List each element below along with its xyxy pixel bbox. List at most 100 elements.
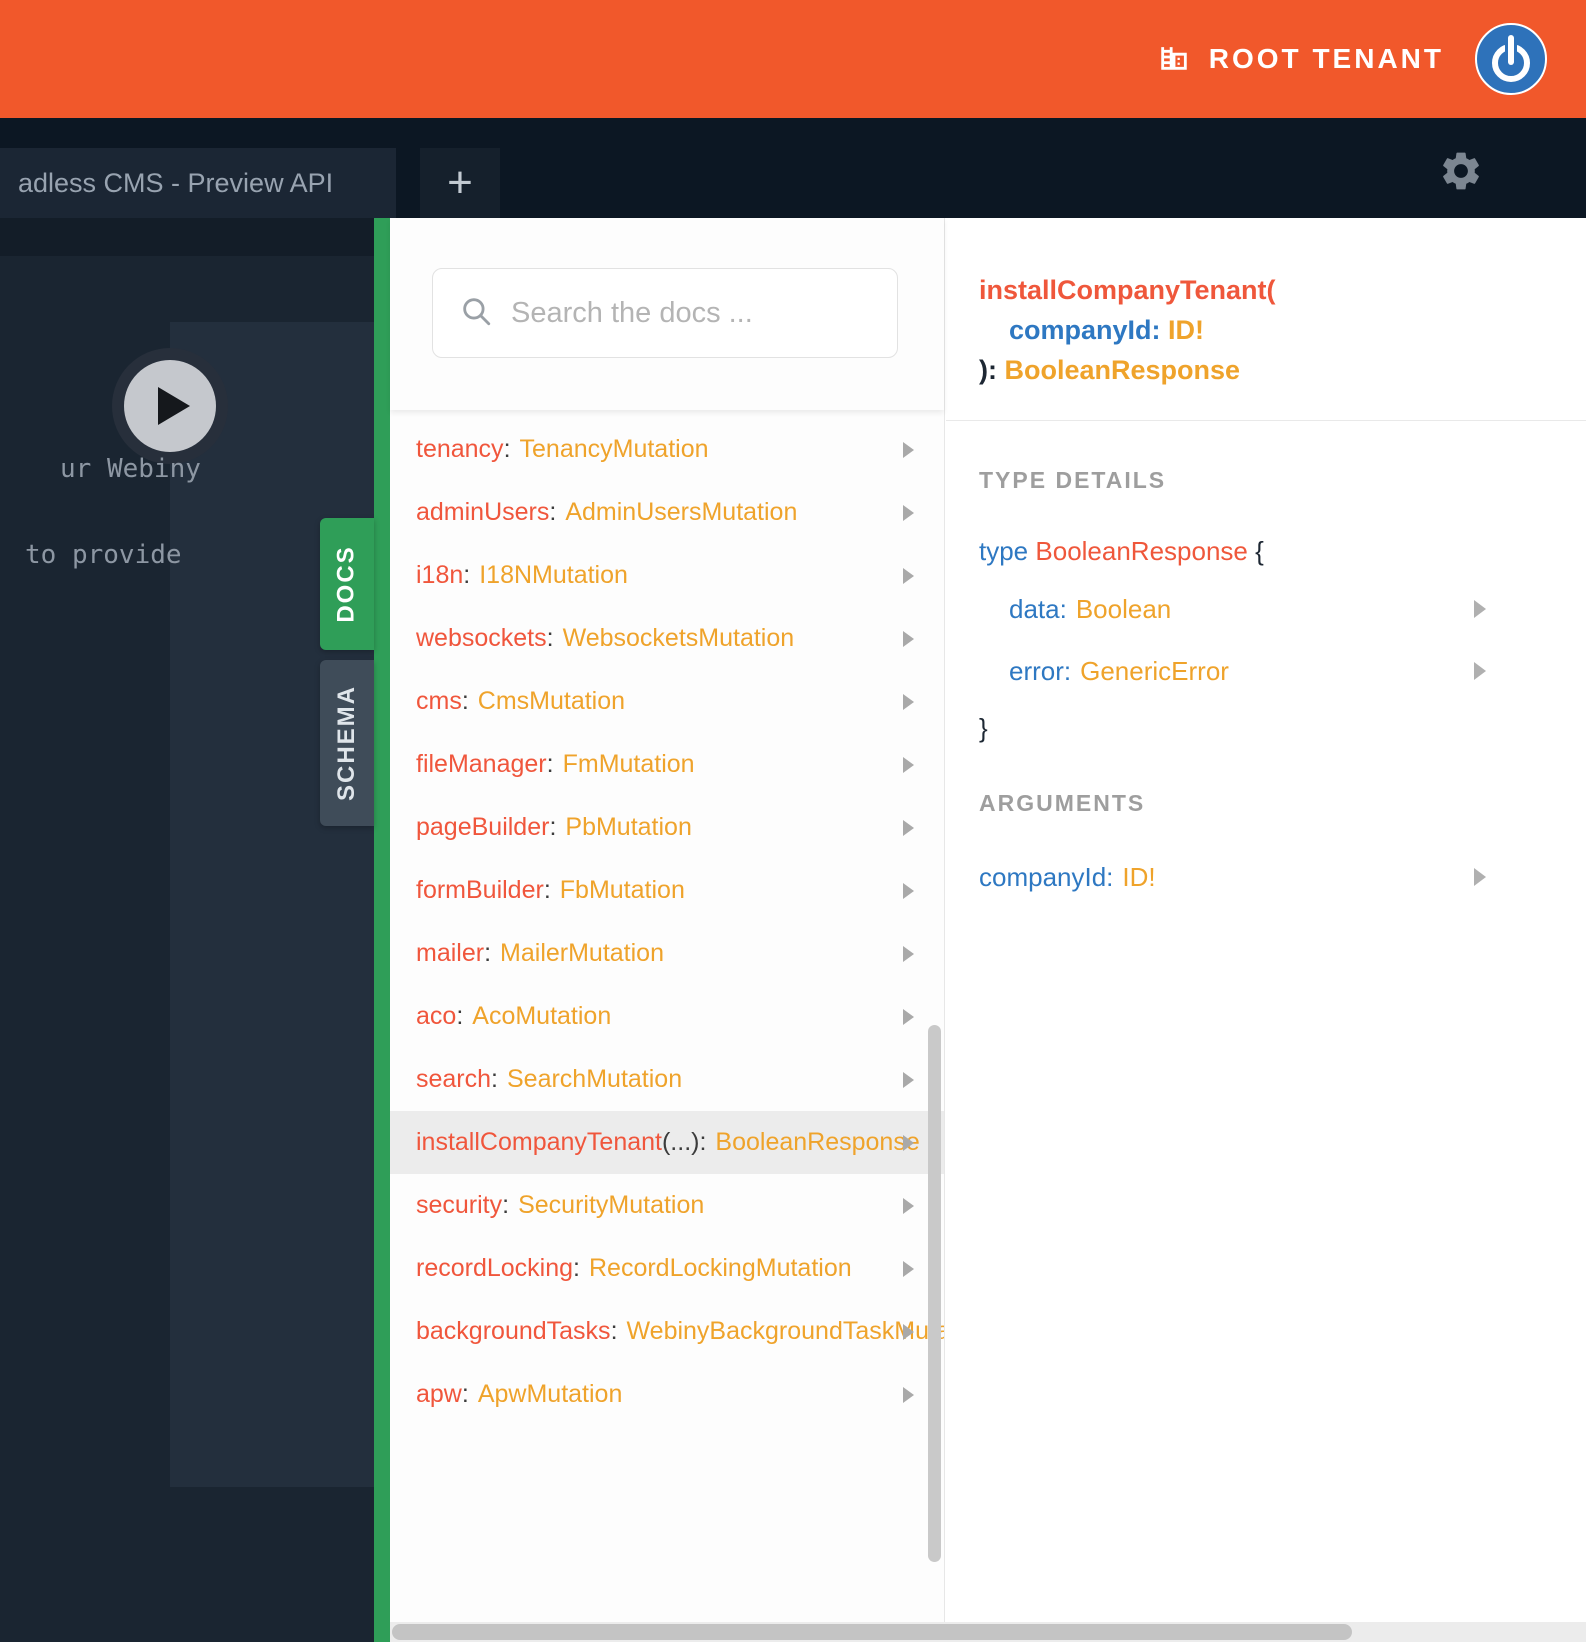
doc-item-fileManager[interactable]: fileManager:FmMutation — [390, 733, 944, 796]
argument-type: ID! — [1122, 862, 1156, 892]
doc-item-tenancy[interactable]: tenancy:TenancyMutation — [390, 418, 944, 481]
session-tab-bar: adless CMS - Preview API + — [0, 118, 1586, 218]
search-icon — [459, 294, 493, 333]
type-keyword: type — [979, 536, 1029, 566]
field-type: ApwMutation — [477, 1380, 623, 1408]
doc-item-apw[interactable]: apw:ApwMutation — [390, 1363, 944, 1426]
query-editor-pane[interactable]: ur Webiny to provide — [0, 218, 374, 1642]
argument-name: companyId: — [979, 862, 1114, 892]
signature-close: ): — [979, 355, 997, 385]
chevron-right-icon — [903, 945, 914, 962]
play-icon[interactable] — [112, 348, 228, 464]
signature-arg-name: companyId: — [1009, 315, 1161, 345]
signature-arg-type: ID! — [1168, 315, 1205, 345]
search-box — [432, 268, 898, 358]
field-type: PbMutation — [565, 813, 692, 841]
field-name: aco — [416, 1002, 457, 1030]
arguments-heading: ARGUMENTS — [979, 790, 1146, 816]
new-tab-button[interactable]: + — [420, 148, 500, 218]
doc-item-search[interactable]: search:SearchMutation — [390, 1048, 944, 1111]
type-declaration[interactable]: type BooleanResponse { — [979, 536, 1264, 566]
chevron-right-icon — [903, 693, 914, 710]
field-detail-panel: installCompanyTenant( companyId: ID! ): … — [946, 218, 1586, 1622]
field-name: mailer — [416, 939, 485, 967]
signature-return-type: BooleanResponse — [1004, 355, 1241, 385]
tab-headless-cms-preview-api[interactable]: adless CMS - Preview API — [0, 148, 396, 218]
field-name: search — [416, 1065, 492, 1093]
chevron-right-icon — [903, 1197, 914, 1214]
field-type: Boolean — [1075, 594, 1172, 624]
field-type: WebsocketsMutation — [562, 624, 795, 652]
field-type: FbMutation — [559, 876, 685, 904]
search-input[interactable] — [511, 296, 871, 330]
chevron-right-icon — [903, 819, 914, 836]
type-name[interactable]: BooleanResponse — [1035, 536, 1248, 566]
divider — [946, 420, 1586, 421]
field-name: formBuilder — [416, 876, 544, 904]
signature-name: installCompanyTenant( — [979, 275, 1276, 305]
doc-item-i18n[interactable]: i18n:I18NMutation — [390, 544, 944, 607]
docs-vertical-scrollbar[interactable] — [928, 1025, 941, 1562]
tab-title: adless CMS - Preview API — [18, 167, 334, 198]
horizontal-scrollbar-track[interactable] — [390, 1622, 1586, 1642]
field-name: i18n — [416, 561, 464, 589]
tab-schema-label: SCHEMA — [333, 684, 361, 802]
doc-item-aco[interactable]: aco:AcoMutation — [390, 985, 944, 1048]
field-name: apw — [416, 1380, 462, 1408]
field-type: FmMutation — [562, 750, 695, 778]
chevron-right-icon — [903, 1260, 914, 1277]
field-type: SearchMutation — [507, 1065, 683, 1093]
field-name: installCompanyTenant — [416, 1128, 662, 1156]
field-name: adminUsers — [416, 498, 550, 526]
chevron-right-icon — [903, 1008, 914, 1025]
video-card — [170, 322, 374, 1487]
docs-search-header — [390, 218, 944, 410]
power-icon[interactable] — [1474, 22, 1548, 96]
chevron-right-icon — [903, 1386, 914, 1403]
doc-item-adminUsers[interactable]: adminUsers:AdminUsersMutation — [390, 481, 944, 544]
type-field-error[interactable]: error:GenericError — [979, 651, 1586, 691]
field-name: data: — [1009, 594, 1067, 624]
chevron-right-icon — [903, 441, 914, 458]
docs-list: tenancy:TenancyMutation adminUsers:Admin… — [390, 410, 944, 1642]
tab-docs[interactable]: DOCS — [320, 518, 374, 650]
editor-top-band — [0, 218, 374, 256]
field-type: SecurityMutation — [518, 1191, 705, 1219]
docs-panel: tenancy:TenancyMutation adminUsers:Admin… — [390, 218, 945, 1642]
field-name: tenancy — [416, 435, 504, 463]
field-type: GenericError — [1080, 656, 1229, 686]
doc-item-formBuilder[interactable]: formBuilder:FbMutation — [390, 859, 944, 922]
argument-companyId[interactable]: companyId: ID! — [979, 857, 1586, 897]
chevron-right-icon — [903, 882, 914, 899]
field-name: recordLocking — [416, 1254, 574, 1282]
gear-icon[interactable] — [1438, 148, 1484, 194]
chevron-right-icon — [903, 1071, 914, 1088]
chevron-right-icon — [903, 1134, 914, 1151]
doc-item-mailer[interactable]: mailer:MailerMutation — [390, 922, 944, 985]
chevron-right-icon — [1474, 868, 1486, 886]
tenant-selector[interactable]: ROOT TENANT — [1157, 40, 1444, 79]
field-type: MailerMutation — [500, 939, 664, 967]
doc-item-pageBuilder[interactable]: pageBuilder:PbMutation — [390, 796, 944, 859]
doc-item-backgroundTasks[interactable]: backgroundTasks:WebinyBackgroundTaskMuta… — [390, 1300, 944, 1363]
chevron-right-icon — [903, 1323, 914, 1340]
field-type: AdminUsersMutation — [565, 498, 798, 526]
field-name: backgroundTasks — [416, 1317, 611, 1345]
doc-item-recordLocking[interactable]: recordLocking:RecordLockingMutation — [390, 1237, 944, 1300]
editor-comment-line: ur Webiny — [60, 454, 201, 484]
type-field-data[interactable]: data: Boolean — [979, 589, 1586, 629]
doc-item-cms[interactable]: cms:CmsMutation — [390, 670, 944, 733]
doc-item-websockets[interactable]: websockets:WebsocketsMutation — [390, 607, 944, 670]
type-details-heading: TYPE DETAILS — [979, 467, 1167, 493]
horizontal-scrollbar-thumb[interactable] — [392, 1624, 1352, 1640]
doc-item-installCompanyTenant[interactable]: installCompanyTenant(...):BooleanRespons… — [390, 1111, 944, 1174]
tab-schema[interactable]: SCHEMA — [320, 660, 374, 826]
docs-panel-resize-handle[interactable] — [374, 218, 390, 1642]
chevron-right-icon — [903, 756, 914, 773]
chevron-right-icon — [1474, 600, 1486, 618]
chevron-right-icon — [903, 630, 914, 647]
tenant-label: ROOT TENANT — [1208, 43, 1444, 74]
field-type: AcoMutation — [472, 1002, 612, 1030]
chevron-right-icon — [903, 567, 914, 584]
doc-item-security[interactable]: security:SecurityMutation — [390, 1174, 944, 1237]
